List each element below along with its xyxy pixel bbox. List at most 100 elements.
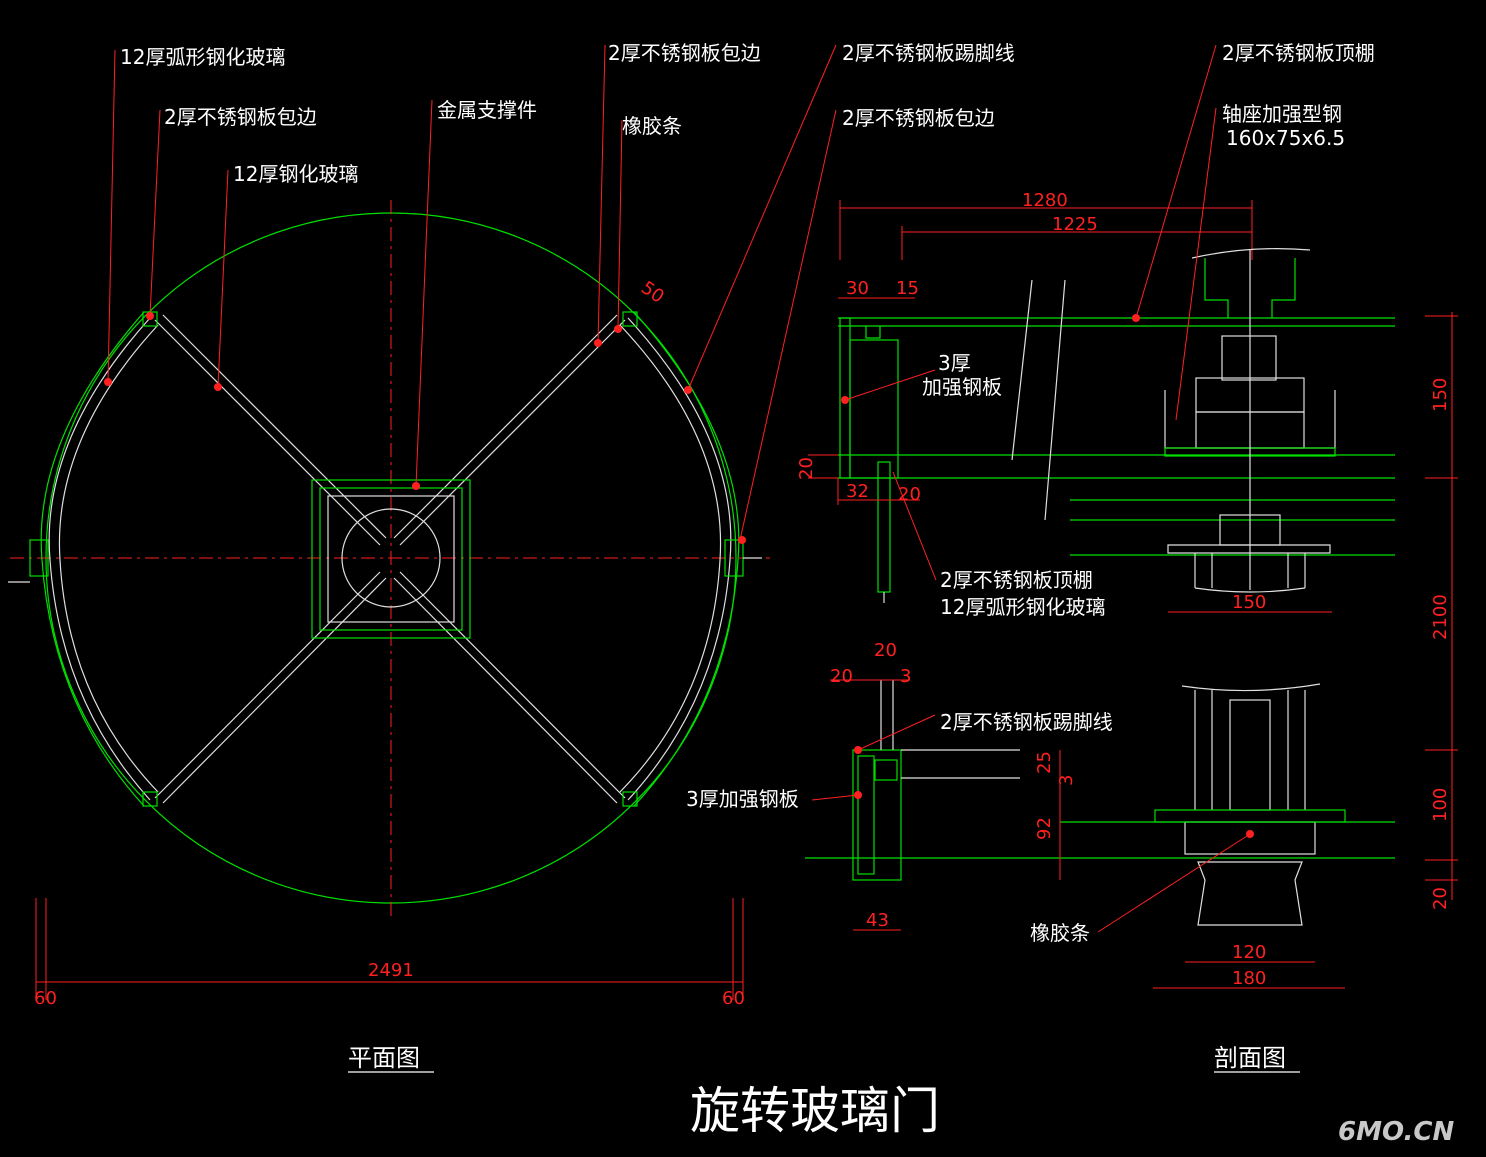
label-ceiling-mid: 2厚不锈钢板顶棚 (940, 568, 1093, 592)
label-edge-top: 2厚不锈钢板包边 (608, 41, 761, 65)
label-edge-left: 2厚不锈钢板包边 (164, 105, 317, 129)
leader-dot (841, 396, 849, 404)
dim-3: 3 (900, 666, 911, 687)
door-posts-upper (1194, 553, 1306, 588)
ceiling-plate (838, 317, 1395, 327)
leader-plate-3 (844, 369, 936, 401)
dim-32: 32 (846, 481, 869, 502)
dim-plan-edge: 50 (637, 277, 668, 307)
label-arc-glass: 12厚弧形钢化玻璃 (120, 45, 285, 69)
arc-glass-right-inner (619, 324, 722, 793)
door-posts-lower (1194, 690, 1306, 810)
dim-20-left2: 20 (830, 666, 853, 687)
top-break-curve (1191, 248, 1311, 259)
glass-panel-se-b (393, 577, 618, 804)
dim-20-left: 20 (796, 457, 817, 480)
rubber-block (874, 759, 898, 781)
reinforce-plate-lower (857, 755, 875, 875)
glass-panel-sw (154, 571, 381, 799)
arc-glass-left-edge (40, 311, 145, 807)
dim-92: 92 (1034, 817, 1055, 840)
arc-glass-right (627, 317, 732, 801)
leader-dot (738, 536, 746, 544)
leader-glass (217, 169, 229, 388)
leader-edge-right (739, 109, 837, 541)
leader-rubber (617, 119, 623, 330)
label-axle-steel-spec: 160x75x6.5 (1226, 126, 1345, 150)
axle-lower (1229, 699, 1271, 811)
break-line-b (1044, 279, 1066, 521)
label-plate-3-b: 加强钢板 (922, 375, 1002, 399)
leader-edge-top (597, 44, 606, 344)
baseboard-section (852, 749, 902, 881)
dim-20-right: 20 (1430, 887, 1451, 910)
arc-glass-section (877, 461, 891, 593)
floor-plate (1154, 809, 1346, 823)
support-box-inner (327, 495, 455, 623)
glass-panel-se (399, 571, 626, 799)
dim-20-top: 20 (874, 640, 897, 661)
axle-circle (341, 508, 441, 608)
frame-box-upper (849, 339, 899, 479)
leader-dot (214, 383, 222, 391)
bushing-flange (1167, 544, 1331, 554)
dim-top-total: 1280 (1022, 190, 1068, 211)
watermark: 6MO.CN (1338, 1117, 1454, 1147)
glass-panel-ne (399, 319, 626, 546)
leader-ceiling-mid (892, 471, 937, 581)
leader-dot (104, 378, 112, 386)
leader-dot (614, 325, 622, 333)
dim-43: 43 (866, 910, 889, 931)
floor-pivot (1197, 861, 1303, 926)
dim-180: 180 (1232, 968, 1266, 989)
corner-clip-se (622, 791, 638, 807)
dim-top-inner: 1225 (1052, 214, 1098, 235)
dim-25: 25 (1034, 751, 1055, 774)
view-title-section: 剖面图 (1214, 1044, 1286, 1072)
arc-glass-right-edge (633, 311, 740, 807)
leader-dot (594, 339, 602, 347)
leader-axle-steel (1175, 107, 1217, 421)
plan-view: 12厚弧形钢化玻璃 2厚不锈钢板包边 12厚钢化玻璃 金属支撑件 2厚不锈钢板包… (8, 41, 1015, 1073)
dim-30: 30 (846, 278, 869, 299)
leader-arc-glass (107, 49, 116, 383)
view-title-plan: 平面图 (348, 1044, 420, 1072)
label-rubber-section: 橡胶条 (1030, 921, 1090, 945)
label-baseboard-section: 2厚不锈钢板踢脚线 (940, 710, 1113, 734)
leader-dot (684, 386, 692, 394)
corner-clip-ne (622, 311, 638, 327)
dim-plan-right: 60 (722, 988, 745, 1009)
leader-dot (146, 312, 154, 320)
label-axle-steel: 轴座加强型钢 (1222, 102, 1342, 126)
glass-panel-nw-b (162, 314, 387, 539)
dim-120: 120 (1232, 942, 1266, 963)
glass-panel-sw-b (162, 577, 387, 804)
axle-housing (1204, 258, 1296, 318)
nut-upper (1221, 335, 1277, 381)
label-edge-right: 2厚不锈钢板包边 (842, 106, 995, 130)
dim-15: 15 (896, 278, 919, 299)
leader-dot (854, 746, 862, 754)
section-view: 1280 1225 30 15 (686, 41, 1458, 1073)
side-clip-left (29, 539, 49, 577)
leader-baseboard (857, 714, 936, 751)
dim-150-bottom: 150 (1232, 592, 1266, 613)
label-plate-3-a: 3厚 (938, 351, 971, 375)
leader-rubber (1097, 833, 1251, 933)
glass-panel-nw (154, 319, 381, 546)
label-plate-3-full: 3厚加强钢板 (686, 787, 799, 811)
frame-notch (865, 326, 881, 339)
dim-3b: 3 (1056, 775, 1077, 786)
leader-ceiling-top (1135, 44, 1217, 319)
dim-100: 100 (1430, 788, 1451, 822)
dim-150-right: 150 (1430, 378, 1451, 412)
arc-glass-left (48, 317, 151, 801)
drawing-title: 旋转玻璃门 (690, 1082, 940, 1140)
lower-break-curve (1181, 683, 1321, 692)
label-ceiling-top: 2厚不锈钢板顶棚 (1222, 41, 1375, 65)
support-box-outer (311, 479, 471, 639)
label-baseboard: 2厚不锈钢板踢脚线 (842, 41, 1015, 65)
leader-dot (1246, 830, 1254, 838)
dim-plan-diameter: 2491 (368, 960, 414, 981)
dim-plan-left: 60 (34, 988, 57, 1009)
